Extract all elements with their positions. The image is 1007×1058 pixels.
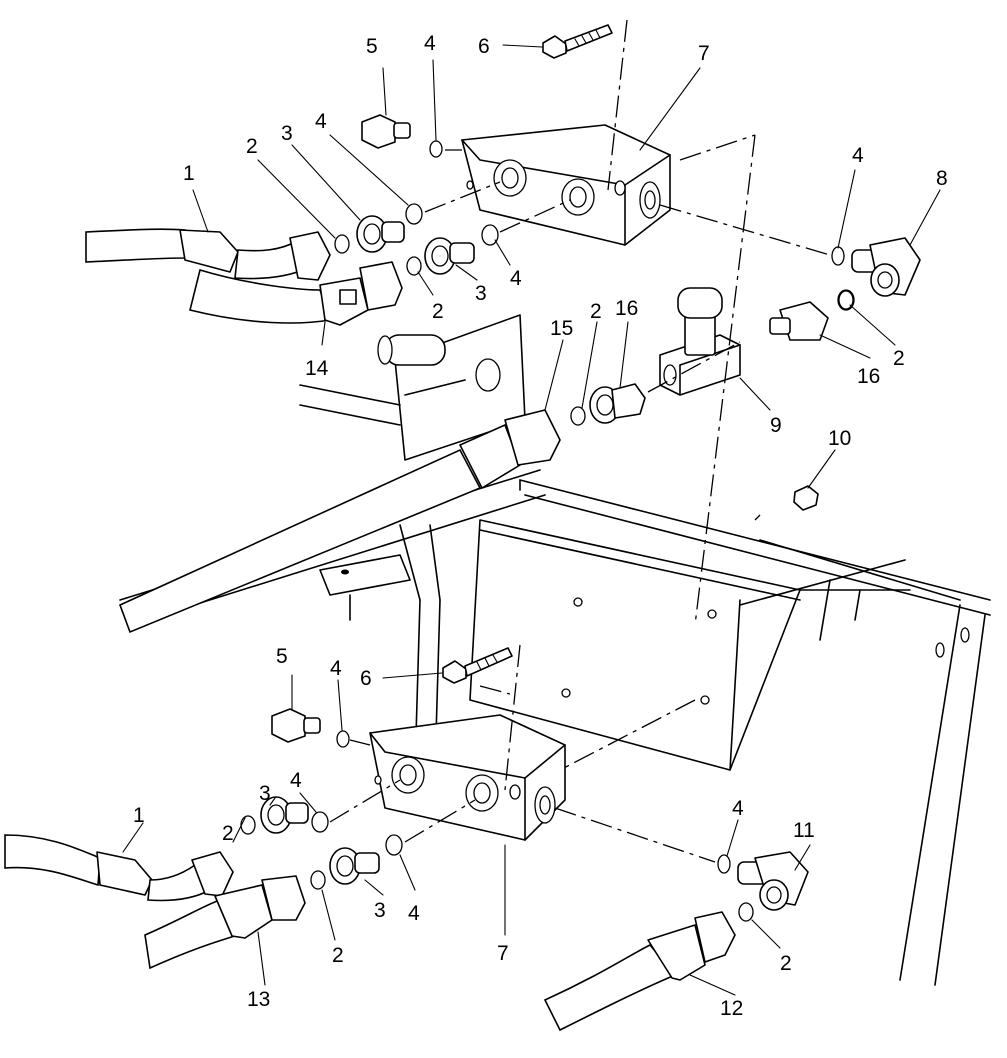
callout-bot-11: 11 — [793, 819, 815, 842]
nut-10 — [793, 485, 819, 511]
callout-bot-6: 6 — [360, 667, 372, 690]
washer-bottom-c — [738, 902, 754, 922]
plug-bottom — [271, 708, 321, 743]
o-ring-bottom-b — [311, 811, 329, 833]
callout-bot-1: 1 — [133, 804, 145, 827]
adapter-16-left — [589, 383, 646, 424]
washer-top-a — [334, 234, 350, 254]
bolt-bottom — [442, 647, 513, 684]
callout-bot-4c: 4 — [408, 902, 420, 925]
washer-top-c — [570, 406, 586, 426]
alignment-lines — [329, 19, 831, 863]
callout-bot-4d: 4 — [732, 797, 744, 820]
hose-1-top — [85, 228, 331, 281]
bolt-top — [542, 24, 613, 59]
callout-top-3a: 3 — [281, 122, 293, 145]
washer-bottom-a — [240, 815, 256, 835]
fitting-bottom-a — [260, 796, 309, 834]
fitting-top-b — [424, 237, 475, 275]
adapter-16-right — [769, 301, 829, 341]
hose-12 — [543, 911, 736, 1032]
relief-valve-9 — [659, 287, 741, 396]
callout-bot-4a: 4 — [330, 657, 342, 680]
valve-block-bottom — [369, 714, 566, 841]
callout-top-4c: 4 — [852, 144, 864, 167]
callout-top-9: 9 — [770, 414, 782, 437]
fitting-top-a — [356, 215, 405, 253]
callout-top-15: 15 — [550, 317, 573, 340]
fitting-bottom-b — [329, 847, 380, 885]
washer-top-d — [838, 290, 854, 310]
callout-bot-5: 5 — [276, 645, 288, 668]
callout-bot-2c: 2 — [780, 952, 792, 975]
callout-top-2b: 2 — [432, 300, 444, 323]
callout-top-7: 7 — [698, 42, 710, 65]
callout-top-6: 6 — [478, 35, 490, 58]
callout-top-2c: 2 — [590, 300, 602, 323]
valve-block-top — [461, 124, 671, 246]
callout-bot-3b: 3 — [374, 899, 386, 922]
callout-labels: 1 2 3 4 5 4 6 7 4 8 2 3 4 14 15 2 16 16 … — [133, 32, 948, 1020]
callout-top-4a: 4 — [315, 110, 327, 133]
washer-bottom-b — [310, 870, 326, 890]
hose-15 — [118, 409, 561, 634]
callout-top-2a: 2 — [246, 135, 258, 158]
o-ring-top-a — [429, 140, 443, 158]
elbow-fitting-top — [831, 237, 921, 311]
hose-13 — [144, 875, 306, 970]
callout-bot-12: 12 — [720, 997, 743, 1020]
callout-top-4d: 4 — [510, 267, 522, 290]
callout-top-16b: 16 — [857, 365, 880, 388]
callout-top-5: 5 — [366, 35, 378, 58]
lower-valve-assembly — [4, 647, 809, 1032]
o-ring-bottom-a — [336, 730, 350, 748]
o-ring-top-b — [405, 203, 423, 225]
callout-top-2d: 2 — [893, 347, 905, 370]
callout-bot-13: 13 — [247, 988, 270, 1011]
callout-top-4b: 4 — [424, 32, 436, 55]
mounting-frame — [119, 314, 991, 986]
callout-bot-4b: 4 — [290, 769, 302, 792]
callout-top-14: 14 — [305, 357, 329, 380]
leader-lines — [122, 44, 941, 996]
callout-top-10: 10 — [828, 427, 851, 450]
plug-top — [361, 114, 411, 149]
o-ring-bottom-c — [385, 834, 403, 856]
upper-valve-assembly — [85, 24, 921, 634]
callout-top-3b: 3 — [475, 282, 487, 305]
elbow-fitting-bottom — [717, 851, 809, 911]
callout-bot-2b: 2 — [332, 944, 344, 967]
callout-bot-2a: 2 — [222, 822, 234, 845]
callout-bot-3a: 3 — [259, 782, 271, 805]
o-ring-top-c — [481, 224, 499, 246]
washer-top-b — [406, 256, 422, 276]
hose-14-top — [189, 261, 403, 326]
callout-top-1: 1 — [183, 162, 195, 185]
callout-top-16a: 16 — [615, 297, 638, 320]
callout-top-8: 8 — [936, 167, 948, 190]
hose-1-bottom — [4, 834, 234, 902]
callout-bot-7: 7 — [497, 942, 509, 965]
